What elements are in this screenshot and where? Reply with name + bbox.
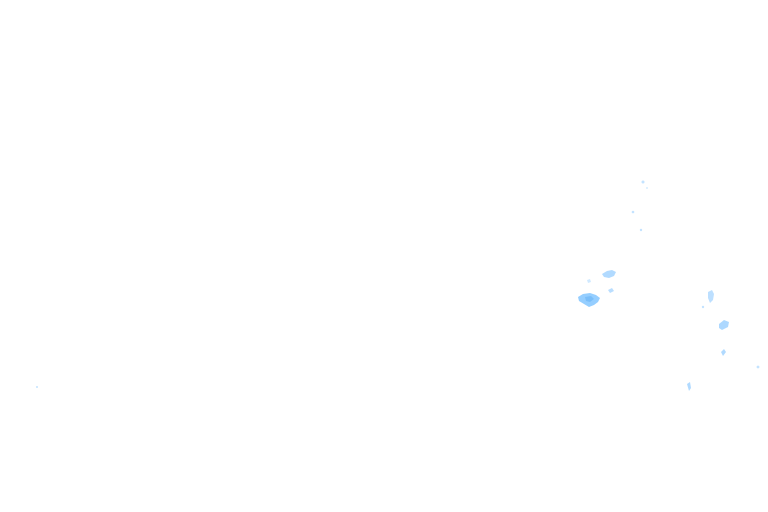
- precip-cell-main-core: [585, 296, 594, 302]
- precip-cell-east-2: [719, 320, 729, 330]
- precip-speck-2: [587, 279, 591, 283]
- precip-dot-4: [639, 228, 643, 232]
- precip-cell-east-3: [721, 349, 726, 356]
- precip-cell-east-1: [708, 290, 714, 303]
- precip-cell-north: [602, 270, 616, 278]
- precip-dot-west: [36, 386, 38, 388]
- precip-dot-3: [631, 210, 635, 214]
- precip-dot-2: [646, 187, 648, 189]
- precip-dot-1: [641, 180, 645, 184]
- precip-cell-east-4: [687, 382, 691, 391]
- precip-dot-5: [701, 305, 705, 309]
- precip-speck-1: [608, 288, 614, 293]
- precip-dot-6: [756, 365, 760, 369]
